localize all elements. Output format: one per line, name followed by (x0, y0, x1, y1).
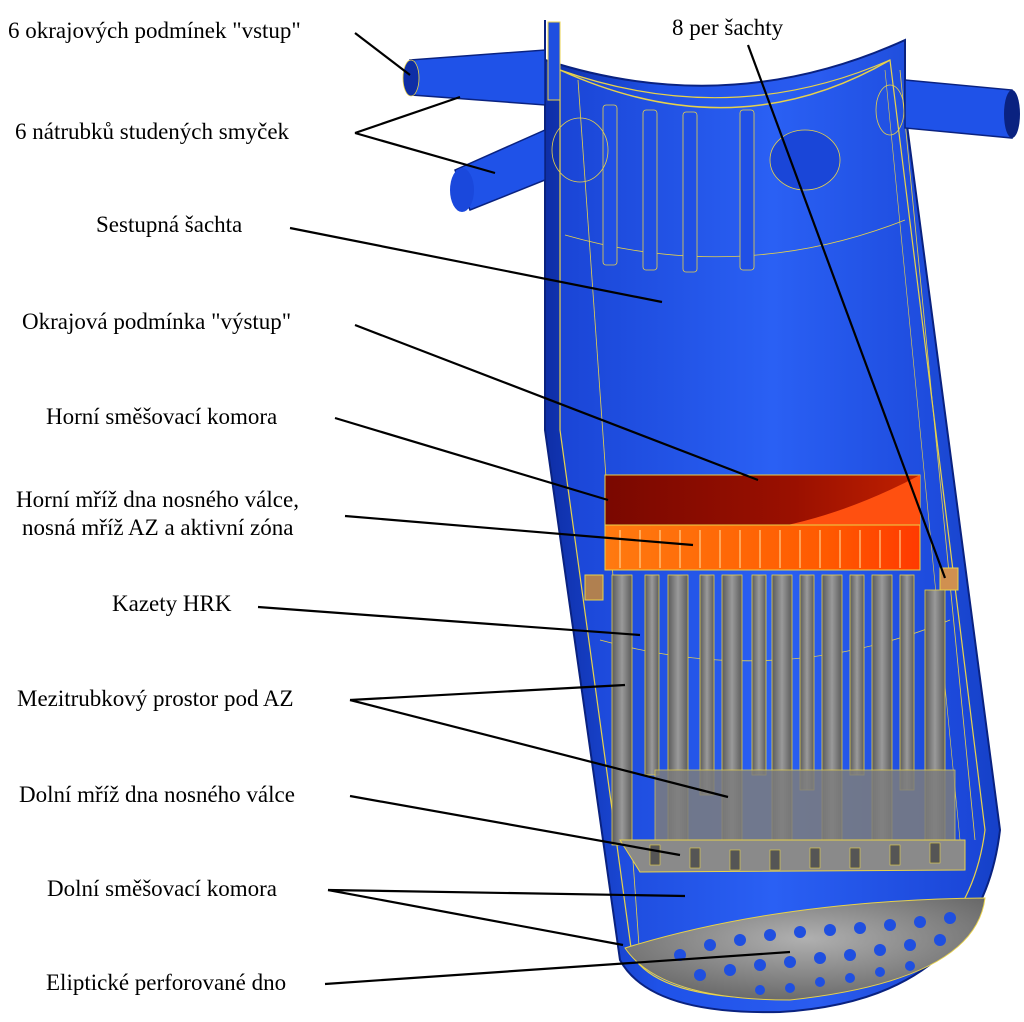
labels: 6 okrajových podmínek "vstup" 6 nátrubků… (8, 15, 784, 995)
label-upper-mixing: Horní směšovací komora (46, 404, 277, 429)
leader-inter-tube-2 (349, 698, 729, 799)
leader-ribs (746, 44, 947, 579)
leader-downcomer (289, 226, 663, 304)
lower-support-grid (619, 839, 966, 873)
label-cold-nozzles: 6 nátrubků studených smyček (15, 119, 290, 144)
leader-nozzle-1 (354, 95, 461, 135)
label-upper-grid-line1: Horní mříž dna nosného válce, (16, 487, 299, 512)
label-lower-mixing: Dolní směšovací komora (47, 876, 277, 901)
perforated-bottom (624, 897, 986, 1001)
label-inter-tube: Mezitrubkový prostor pod AZ (17, 686, 294, 711)
label-ribs: 8 per šachty (672, 15, 784, 40)
cold-leg-nozzles (402, 49, 1020, 212)
leader-hrk (257, 605, 641, 637)
leader-inter-tube-1 (349, 683, 626, 702)
label-bottom: Eliptické perforované dno (46, 970, 286, 995)
leader-lower-mixing-1 (327, 888, 686, 898)
label-lower-grid: Dolní mříž dna nosného válce (19, 782, 295, 807)
label-outlet-bc: Okrajová podmínka "výstup" (22, 309, 291, 334)
hrk-tubes (611, 574, 956, 846)
leader-upper-grid (344, 514, 694, 547)
leader-inlet (354, 32, 411, 76)
leader-outlet (354, 323, 759, 482)
label-hrk: Kazety HRK (112, 591, 232, 616)
label-upper-grid-line2: nosná mříž AZ a aktivní zóna (22, 515, 293, 540)
leader-nozzle-2 (354, 131, 496, 175)
downcomer-ribs (602, 104, 755, 273)
leader-bottom (324, 950, 791, 986)
leader-lower-grid (349, 794, 681, 857)
leader-lower-mixing-2 (327, 888, 624, 947)
label-downcomer: Sestupná šachta (96, 212, 242, 237)
leader-lines (257, 32, 947, 986)
leader-upper-mixing (334, 416, 609, 502)
label-inlet-bc: 6 okrajových podmínek "vstup" (8, 18, 301, 43)
